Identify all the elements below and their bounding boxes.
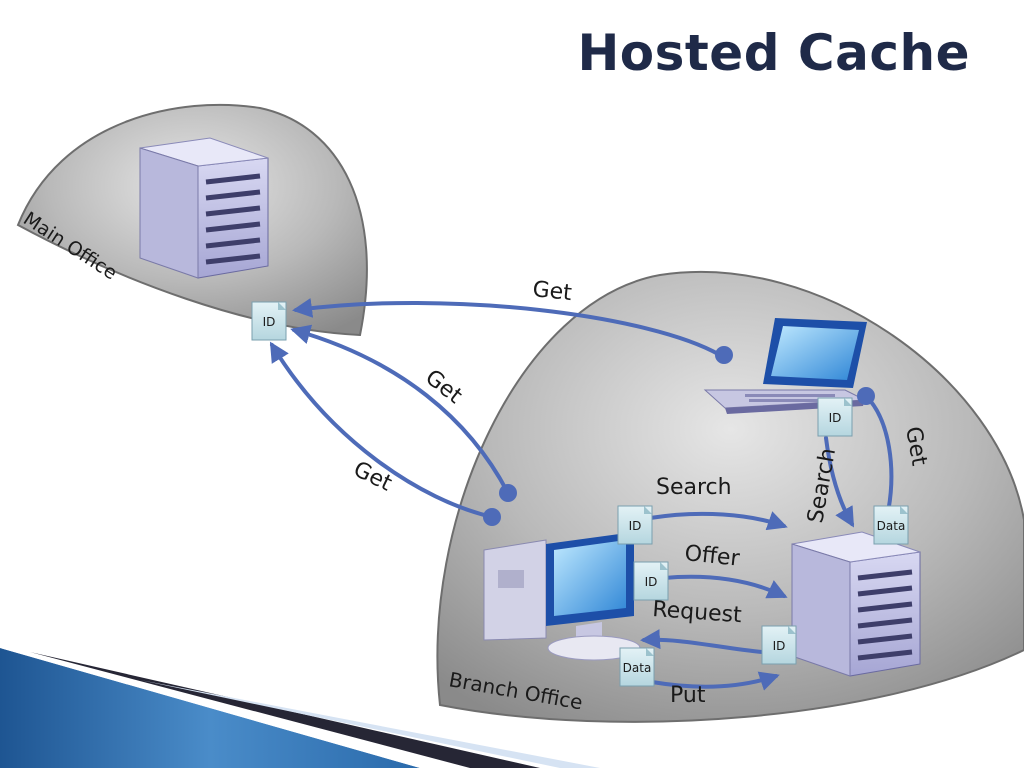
endpoint-dot bbox=[483, 508, 501, 526]
get-arrow-laptop-to-main bbox=[292, 298, 722, 357]
svg-text:Data: Data bbox=[877, 519, 906, 533]
data-tag-server: Data bbox=[873, 505, 909, 545]
endpoint-dot bbox=[499, 484, 517, 502]
id-tag-laptop: ID bbox=[817, 397, 853, 437]
data-tag-desktop: Data bbox=[619, 647, 655, 687]
get-label-1: Get bbox=[531, 277, 573, 306]
laptop-icon bbox=[703, 318, 867, 414]
hosted-cache-server-icon bbox=[791, 531, 921, 677]
endpoint-dot bbox=[715, 346, 733, 364]
get-arrow-server-to-laptop bbox=[864, 394, 894, 514]
offer-arrow-desktop bbox=[662, 574, 788, 599]
put-arrow-desktop bbox=[650, 671, 780, 691]
desktop-computer-icon bbox=[483, 532, 641, 661]
request-label: Request bbox=[652, 597, 743, 628]
svg-text:ID: ID bbox=[263, 315, 276, 329]
id-tag-offer: ID bbox=[633, 561, 669, 601]
search-arrow-laptop bbox=[824, 436, 855, 528]
put-label: Put bbox=[670, 683, 706, 708]
endpoint-dot bbox=[857, 387, 875, 405]
slide-title: Hosted Cache bbox=[577, 24, 970, 82]
get-label-3: Get bbox=[349, 457, 396, 497]
request-arrow-server bbox=[640, 629, 764, 654]
svg-text:ID: ID bbox=[629, 519, 642, 533]
server-icon bbox=[139, 137, 269, 279]
flow-endpoints bbox=[483, 346, 875, 526]
flow-arrows bbox=[269, 298, 894, 691]
get-label-2: Get bbox=[420, 365, 467, 409]
svg-text:ID: ID bbox=[645, 575, 658, 589]
svg-text:Data: Data bbox=[623, 661, 652, 675]
id-tag-request: ID bbox=[761, 625, 797, 665]
footer-band bbox=[0, 648, 600, 768]
id-tag-main-office: ID bbox=[251, 301, 287, 341]
svg-text:ID: ID bbox=[829, 411, 842, 425]
search-label-1: Search bbox=[656, 475, 732, 500]
offer-label: Offer bbox=[683, 541, 741, 572]
get-arrow-desktop-to-main bbox=[269, 341, 494, 519]
search-arrow-desktop bbox=[648, 511, 788, 531]
svg-text:ID: ID bbox=[773, 639, 786, 653]
id-tag-search: ID bbox=[617, 505, 653, 545]
get-arrow-branch-to-main bbox=[290, 324, 510, 495]
